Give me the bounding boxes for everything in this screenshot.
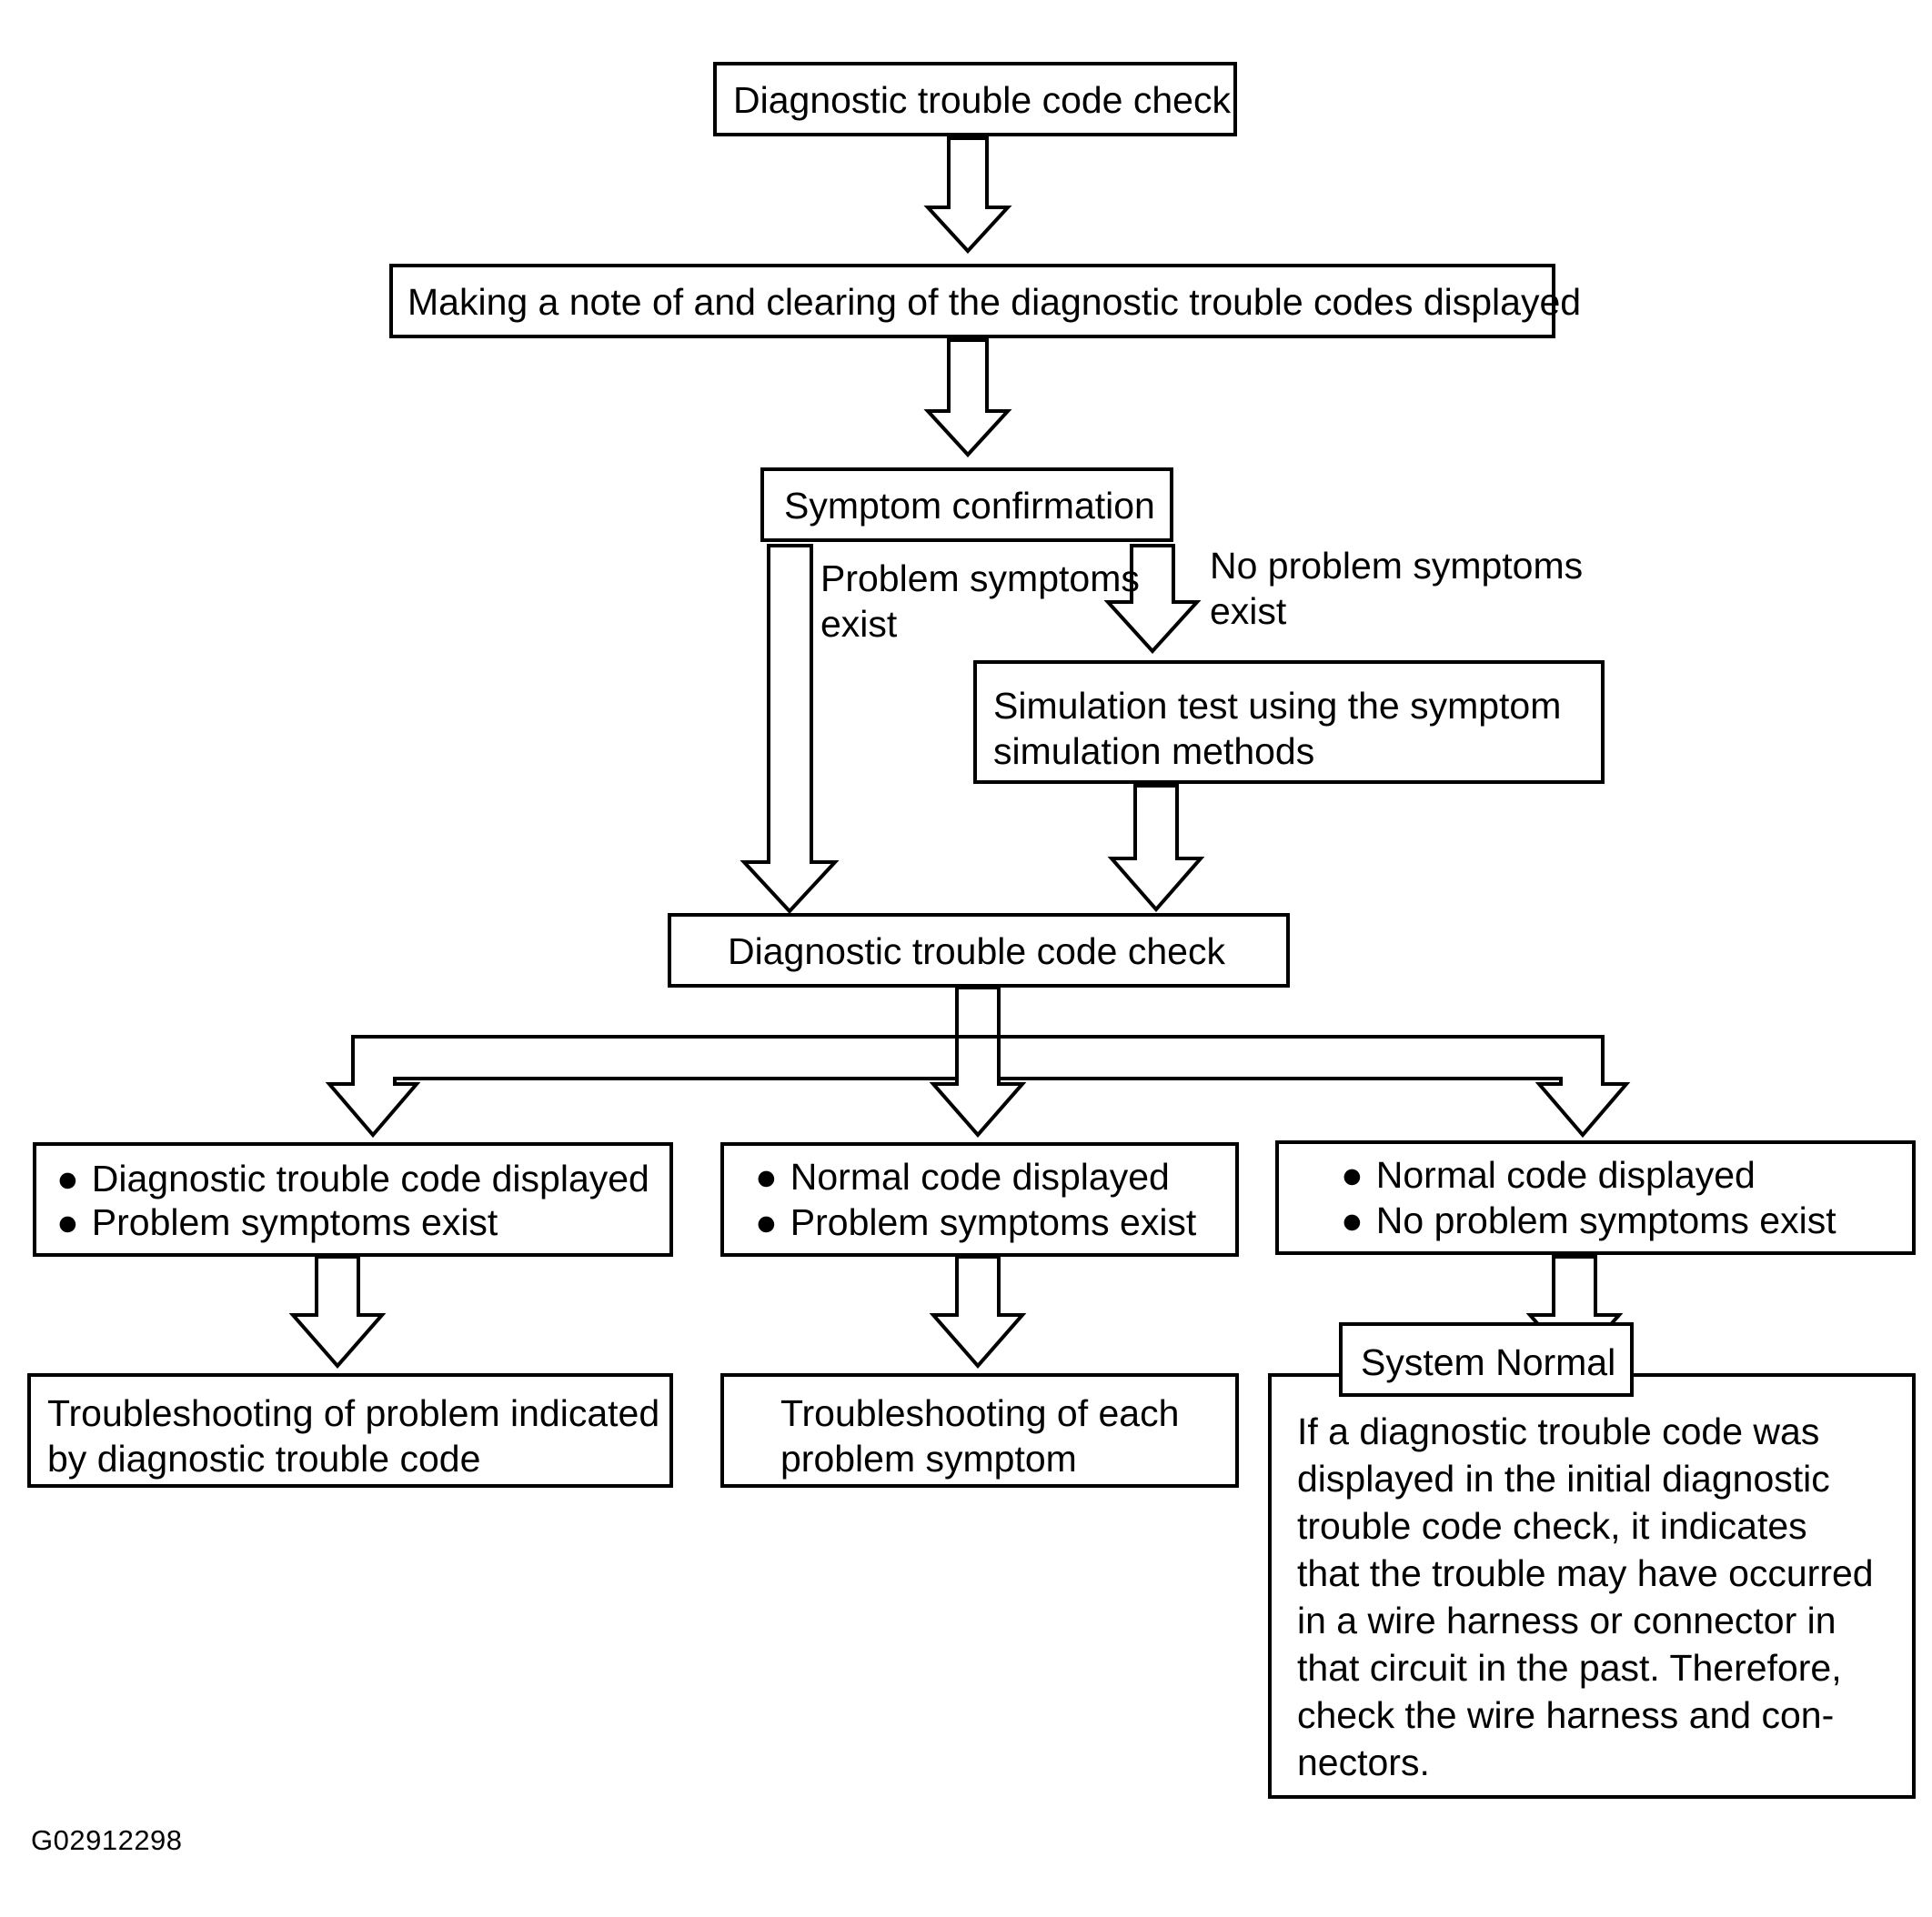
note-line-8: nectors. — [1297, 1741, 1430, 1783]
node-start-check-label: Diagnostic trouble code check — [733, 79, 1231, 121]
node-simulation-test-line1: Simulation test using the symptom — [993, 685, 1561, 727]
arrow-simulation-to-second-check — [1107, 784, 1205, 913]
node-second-check-box — [668, 913, 1290, 988]
arrow-down-icon — [929, 1035, 1027, 1139]
node-outcome-middle-box — [720, 1142, 1239, 1257]
node-symptom-confirmation-box — [760, 467, 1173, 542]
node-outcome-right-bullet-1-text: Normal code displayed — [1376, 1154, 1756, 1196]
node-system-normal: System Normal If a diagnostic trouble co… — [1268, 1322, 1916, 1799]
note-line-5: in a wire harness or connector in — [1297, 1600, 1836, 1641]
arrow-note-to-symptom — [923, 338, 1012, 457]
note-line-4: that the trouble may have occurred — [1297, 1552, 1874, 1594]
edge-label-problem-exists-line2: exist — [820, 603, 898, 645]
node-outcome-left-bullet-1-text: Diagnostic trouble code displayed — [92, 1158, 649, 1199]
node-system-normal-panel — [1268, 1373, 1916, 1799]
bullet-glyph: ● — [1341, 1154, 1363, 1196]
node-simulation-test: Simulation test using the symptom simula… — [973, 660, 1605, 784]
node-outcome-middle-bullet-1: ● Normal code displayed — [755, 1156, 1170, 1198]
node-simulation-test-box — [973, 660, 1605, 784]
arrow-outcome-middle-to-action — [929, 1255, 1027, 1370]
edge-label-no-problem-exists-line2: exist — [1210, 590, 1287, 632]
node-outcome-right-bullet-1: ● Normal code displayed — [1341, 1154, 1756, 1196]
note-line-1: If a diagnostic trouble code was — [1297, 1410, 1819, 1452]
node-note-clear-box — [389, 264, 1555, 338]
arrow-down-icon — [929, 1255, 1027, 1370]
node-system-normal-title-box — [1339, 1322, 1634, 1397]
node-note-clear-label: Making a note of and clearing of the dia… — [408, 281, 1581, 323]
node-action-middle: Troubleshooting of each problem symptom — [720, 1373, 1239, 1488]
arrow-down-icon — [1103, 544, 1202, 654]
arrow-problem-symptoms-branch — [740, 544, 840, 914]
arrow-down-icon — [1107, 784, 1205, 913]
note-line-7: check the wire harness and con- — [1297, 1694, 1834, 1736]
branch-connector-middle — [929, 1035, 1027, 1139]
edge-label-problem-exists: Problem symptoms exist — [820, 557, 1140, 645]
bullet-glyph: ● — [755, 1201, 778, 1243]
note-line-6: that circuit in the past. Therefore, — [1297, 1647, 1842, 1689]
node-outcome-left: ● Diagnostic trouble code displayed ● Prob… — [33, 1142, 673, 1257]
node-outcome-middle: ● Normal code displayed ● Problem symptoms… — [720, 1142, 1239, 1257]
node-outcome-middle-bullet-1-text: Normal code displayed — [790, 1156, 1170, 1198]
node-start-check: Diagnostic trouble code check — [713, 62, 1237, 136]
node-symptom-confirmation-label: Symptom confirmation — [784, 485, 1155, 527]
node-system-normal-title: System Normal — [1361, 1341, 1615, 1383]
node-second-check: Diagnostic trouble code check — [668, 913, 1290, 988]
node-start-check-box — [713, 62, 1237, 136]
arrow-start-to-note — [923, 136, 1012, 254]
node-action-left: Troubleshooting of problem indicated by … — [27, 1373, 673, 1488]
edge-label-no-problem-exists: No problem symptoms exist — [1210, 545, 1583, 632]
bullet-glyph: ● — [56, 1201, 79, 1243]
node-outcome-left-bullet-1: ● Diagnostic trouble code displayed — [56, 1158, 649, 1199]
node-action-left-box — [27, 1373, 673, 1488]
node-outcome-right-bullet-2: ● No problem symptoms exist — [1341, 1199, 1836, 1241]
node-outcome-right-bullet-2-text: No problem symptoms exist — [1376, 1199, 1836, 1241]
arrow-outcome-left-to-action — [288, 1255, 387, 1370]
node-action-left-line1: Troubleshooting of problem indicated — [47, 1392, 659, 1434]
arrow-down-icon — [740, 544, 840, 914]
arrow-down-icon — [923, 136, 1012, 254]
arrow-down-icon — [288, 1255, 387, 1370]
bullet-glyph: ● — [755, 1156, 778, 1198]
arrow-no-problem-symptoms-branch — [1103, 544, 1202, 654]
node-outcome-middle-bullet-2: ● Problem symptoms exist — [755, 1201, 1197, 1243]
node-outcome-left-bullet-2: ● Problem symptoms exist — [56, 1201, 498, 1243]
edge-label-problem-exists-line1: Problem symptoms — [820, 557, 1140, 599]
node-outcome-left-bullet-2-text: Problem symptoms exist — [92, 1201, 498, 1243]
bullet-glyph: ● — [1341, 1199, 1363, 1241]
note-line-2: displayed in the initial diagnostic — [1297, 1458, 1830, 1500]
node-outcome-right-box — [1275, 1140, 1916, 1255]
node-action-middle-line1: Troubleshooting of each — [780, 1392, 1179, 1434]
node-second-check-label: Diagnostic trouble code check — [728, 930, 1225, 972]
node-action-middle-box — [720, 1373, 1239, 1488]
node-symptom-confirmation: Symptom confirmation — [760, 467, 1173, 542]
note-line-3: trouble code check, it indicates — [1297, 1505, 1807, 1547]
node-note-clear: Making a note of and clearing of the dia… — [389, 264, 1581, 338]
edge-label-no-problem-exists-line1: No problem symptoms — [1210, 545, 1583, 587]
arrow-down-icon — [923, 338, 1012, 457]
node-outcome-middle-bullet-2-text: Problem symptoms exist — [790, 1201, 1197, 1243]
node-outcome-right: ● Normal code displayed ● No problem sympt… — [1275, 1140, 1916, 1255]
figure-id-label: G02912298 — [31, 1824, 183, 1856]
node-simulation-test-line2: simulation methods — [993, 730, 1314, 772]
node-action-middle-line2: problem symptom — [780, 1438, 1077, 1480]
node-action-left-line2: by diagnostic trouble code — [47, 1438, 480, 1480]
bullet-glyph: ● — [56, 1158, 79, 1199]
connector-seam-mask — [959, 1039, 997, 1079]
